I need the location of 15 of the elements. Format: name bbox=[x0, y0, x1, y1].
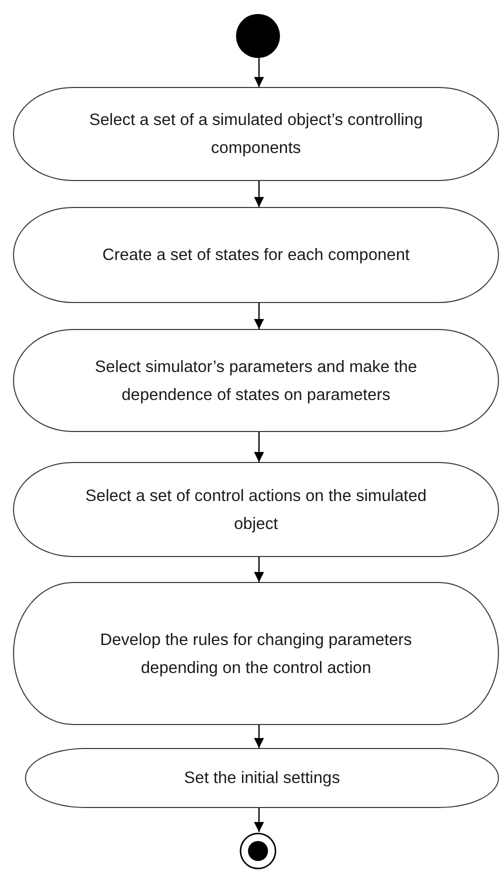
arrow bbox=[254, 432, 264, 462]
activity-text: Create a set of states for each component bbox=[102, 245, 410, 266]
activity-text: Select a set of a simulated object’s controlling components bbox=[88, 110, 424, 159]
arrow bbox=[254, 557, 264, 582]
start-node bbox=[236, 14, 280, 58]
arrow bbox=[254, 303, 264, 329]
arrow bbox=[254, 181, 264, 207]
activity-text: Select simulator’s parameters and make the dependence of states on parameters bbox=[94, 356, 418, 406]
arrow bbox=[254, 58, 264, 87]
activity-text: Develop the rules for changing parameters depending on the control action bbox=[99, 630, 413, 678]
activity-text: Select a set of control actions on the simulated object bbox=[84, 486, 428, 534]
arrow bbox=[254, 808, 264, 832]
activity-text: Set the initial settings bbox=[184, 768, 340, 789]
end-node bbox=[239, 832, 277, 870]
arrow bbox=[254, 725, 264, 748]
